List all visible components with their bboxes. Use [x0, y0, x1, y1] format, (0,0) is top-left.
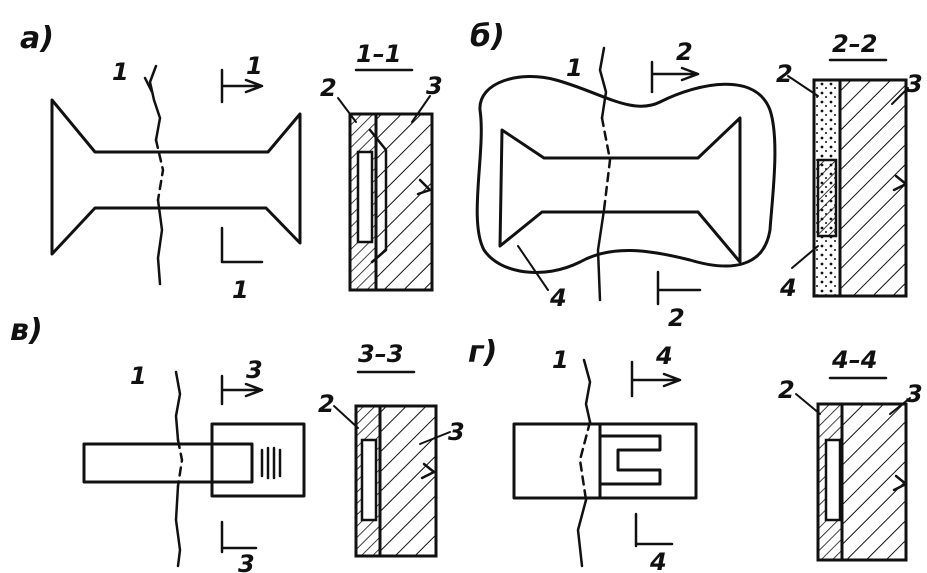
panel-d-section-4-4	[816, 402, 908, 562]
panel-b: б) 1 2 2 4 2–2 2 3 4	[470, 19, 923, 332]
panel-a-callout-slab: 2	[320, 74, 337, 102]
panel-d-letter: г)	[468, 335, 497, 370]
panel-b-cut-mark-bottom	[656, 270, 702, 306]
panel-c-cut-mark-top	[220, 374, 264, 406]
panel-b-callout-slab: 2	[776, 60, 793, 88]
svg-text:2: 2	[668, 304, 685, 332]
panel-b-joint-line	[598, 46, 608, 120]
panel-a-cut-mark-bottom	[220, 226, 264, 264]
panel-a-cut-mark-top	[220, 68, 264, 104]
panel-d-callout-joint: 1	[552, 346, 569, 374]
panel-d-slot	[598, 422, 662, 500]
panel-c-letter: в)	[10, 313, 43, 348]
panel-a-section-1-1	[348, 112, 434, 292]
panel-a-joint-line	[148, 64, 162, 142]
panel-b-letter: б)	[470, 19, 505, 54]
svg-text:4: 4	[655, 342, 673, 370]
panel-c-callout-wall: 3	[448, 418, 465, 446]
panel-b-fill-contour	[475, 75, 777, 274]
panel-a-callout-joint: 1	[112, 58, 129, 86]
panel-b-callout-wall: 3	[906, 70, 923, 98]
panel-b-section-2-2	[812, 78, 908, 298]
panel-d-cut-mark-bottom	[634, 512, 674, 548]
panel-a-dovetail-plate	[50, 98, 302, 256]
panel-c-section-3-3	[354, 404, 438, 558]
panel-b-section-title: 2–2	[832, 30, 877, 58]
panel-b-callout-fill: 4	[549, 284, 567, 312]
panel-d-callout-slab: 2	[778, 376, 795, 404]
panel-d-fork-plate	[512, 422, 698, 500]
panel-a: а) 1 1 1 1–1 2 3	[20, 21, 443, 304]
panel-b-callout-fill-section: 4	[779, 274, 797, 302]
svg-text:2: 2	[676, 38, 693, 66]
panel-b-cut-mark-top	[650, 60, 700, 94]
svg-text:4: 4	[649, 548, 667, 573]
panel-d: г) 1 4 4 4–4 2 3	[468, 335, 923, 573]
panel-c: в) 1 3 3 3–3 2 3	[10, 313, 465, 573]
panel-c-cut-mark-bottom	[220, 520, 258, 554]
panel-a-callout-wall: 3	[426, 72, 443, 100]
svg-text:1: 1	[232, 276, 249, 304]
panel-a-letter: а)	[20, 21, 54, 56]
panel-c-callout-slab: 2	[318, 390, 335, 418]
panel-c-callout-joint: 1	[130, 362, 147, 390]
svg-text:1: 1	[246, 52, 263, 80]
panel-c-joint-line	[174, 370, 182, 442]
svg-text:3: 3	[238, 550, 255, 573]
panel-d-callout-wall: 3	[906, 380, 923, 408]
svg-text:3: 3	[246, 356, 263, 384]
panel-b-callout-joint: 1	[566, 54, 583, 82]
panel-c-ribs	[260, 446, 282, 480]
panel-d-cut-mark-top	[630, 360, 682, 398]
panel-c-section-title: 3–3	[358, 340, 403, 368]
panel-c-bar	[82, 442, 254, 484]
panel-b-dovetail-plate	[498, 116, 742, 264]
panel-a-section-title: 1–1	[356, 40, 401, 68]
panel-d-joint-line	[582, 358, 592, 424]
panel-c-plate	[210, 422, 306, 498]
panel-d-section-title: 4–4	[831, 346, 877, 374]
